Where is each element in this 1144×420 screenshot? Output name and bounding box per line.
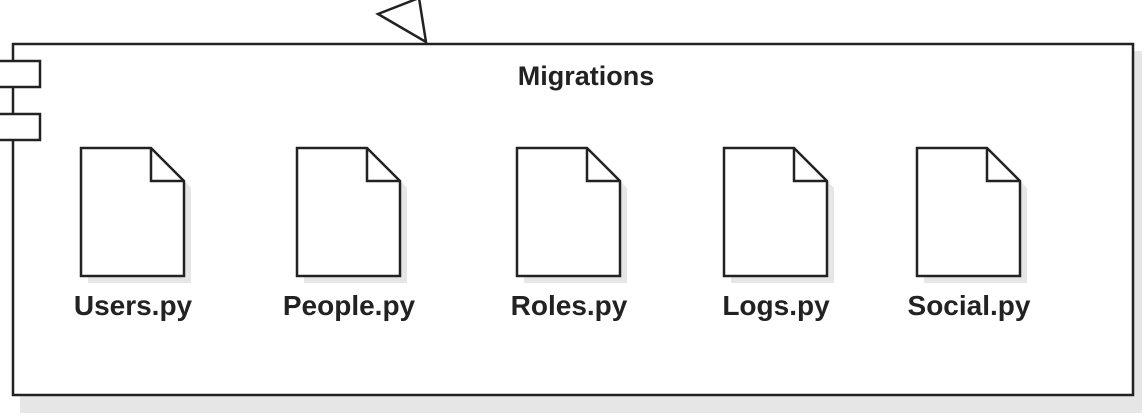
file-icon xyxy=(79,146,191,283)
inheritance-arrowhead xyxy=(375,0,428,45)
component-port-top xyxy=(0,59,42,89)
file-label-social: Social.py xyxy=(907,290,1031,321)
component-title: Migrations xyxy=(517,61,655,91)
file-label-people: People.py xyxy=(282,290,416,321)
file-icon xyxy=(295,146,407,283)
file-label-roles: Roles.py xyxy=(510,290,628,321)
file-icon xyxy=(515,146,627,283)
file-label-users: Users.py xyxy=(73,290,193,321)
file-icon xyxy=(915,146,1027,283)
component-port-bottom xyxy=(0,112,42,142)
file-icon xyxy=(722,146,834,283)
file-label-logs: Logs.py xyxy=(722,290,830,321)
